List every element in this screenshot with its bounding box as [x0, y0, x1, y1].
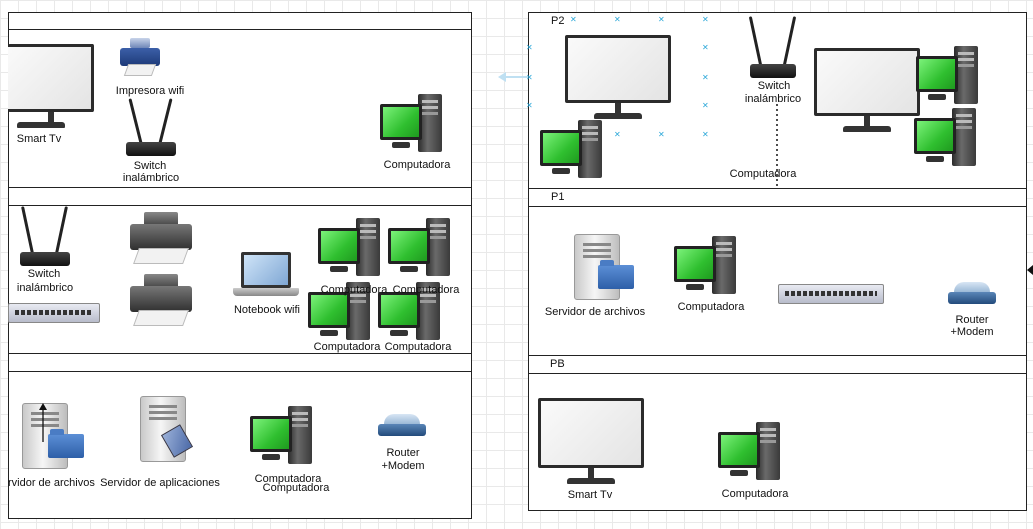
right-divider-4 — [528, 373, 1027, 374]
connector-arrow-icon — [498, 72, 528, 82]
selection-marker-icon: ✕ — [614, 15, 621, 24]
switch-label-line-1: Switch — [757, 80, 791, 92]
smart-tv-icon[interactable] — [538, 398, 644, 486]
selection-marker-icon: ✕ — [702, 101, 709, 110]
floor-label-p1: P1 — [551, 191, 565, 203]
left-divider-2 — [8, 187, 472, 188]
selection-marker-icon: ✕ — [702, 43, 709, 52]
selection-marker-icon: ✕ — [658, 130, 665, 139]
router-label-line-1: Router — [386, 447, 420, 459]
computer-icon[interactable] — [380, 94, 444, 156]
computer-label: Computadora — [313, 341, 381, 353]
computer-label: Computadora — [392, 284, 460, 296]
right-divider-1 — [528, 188, 1027, 189]
switch-label-line-2: inalámbrico — [16, 282, 74, 294]
router-icon[interactable] — [20, 206, 70, 266]
router-icon[interactable] — [748, 16, 797, 78]
router-icon[interactable] — [126, 98, 176, 156]
switch-label-line-2: inalámbrico — [744, 93, 802, 105]
selection-marker-icon: ✕ — [526, 43, 533, 52]
computer-icon[interactable] — [318, 218, 382, 280]
printer-icon[interactable] — [126, 212, 196, 266]
computer-label: Computadora — [729, 168, 797, 180]
smart-tv-icon[interactable] — [565, 35, 671, 121]
computer-icon[interactable] — [718, 422, 782, 484]
computer-icon[interactable] — [914, 108, 978, 170]
right-divider-3 — [528, 355, 1027, 356]
floor-label-pb: PB — [550, 358, 565, 370]
laptop-icon[interactable] — [233, 252, 299, 300]
selection-marker-icon: ✕ — [526, 101, 533, 110]
computer-label: Computadora — [320, 284, 388, 296]
computer-label: Computadora — [262, 482, 330, 494]
computer-icon[interactable] — [378, 282, 442, 344]
modem-icon[interactable] — [378, 414, 426, 436]
selection-marker-icon: ✕ — [702, 73, 709, 82]
folder-icon — [48, 429, 84, 458]
selection-marker-icon: ✕ — [570, 15, 577, 24]
switch-icon[interactable] — [778, 284, 884, 304]
folder-icon — [598, 260, 634, 289]
left-divider-3 — [8, 205, 472, 206]
file-server-label: Servidor de archivos — [544, 306, 646, 318]
file-server-label: rvidor de archivos — [8, 477, 95, 489]
selection-marker-icon: ✕ — [658, 15, 665, 24]
selection-marker-icon: ✕ — [526, 73, 533, 82]
computer-label: Computadora — [677, 301, 745, 313]
laptop-label: Notebook wifi — [233, 304, 301, 316]
left-divider-4 — [8, 353, 472, 354]
computer-icon[interactable] — [674, 236, 738, 298]
computer-icon[interactable] — [250, 406, 314, 468]
switch-label-line-1: Switch — [27, 268, 61, 280]
computer-icon[interactable] — [388, 218, 452, 280]
left-divider-5 — [8, 371, 472, 372]
computer-label: Computadora — [721, 488, 789, 500]
app-server-label: Servidor de aplicaciones — [100, 477, 220, 489]
modem-icon[interactable] — [948, 282, 996, 304]
arrow-up-icon — [39, 403, 47, 442]
right-divider-2 — [528, 206, 1027, 207]
router-label-line-1: Router — [955, 314, 989, 326]
computer-icon[interactable] — [540, 120, 604, 182]
switch-label-line-2: inalámbrico — [122, 172, 180, 184]
router-label-line-2: +Modem — [381, 460, 425, 472]
switch-label-line-1: Switch — [133, 160, 167, 172]
dotted-link — [776, 104, 778, 188]
computer-icon[interactable] — [308, 282, 372, 344]
computer-label: Computadora — [383, 159, 451, 171]
router-label-line-2: +Modem — [950, 326, 994, 338]
selection-marker-icon: ✕ — [702, 15, 709, 24]
smart-tv-icon[interactable] — [8, 44, 94, 130]
selection-marker-icon: ✕ — [614, 130, 621, 139]
left-divider-1 — [8, 29, 472, 30]
selection-marker-icon: ✕ — [702, 130, 709, 139]
smart-tv-label: Smart Tv — [16, 133, 62, 145]
computer-icon[interactable] — [916, 46, 980, 108]
smart-tv-icon[interactable] — [814, 48, 920, 134]
computer-label: Computadora — [254, 473, 322, 485]
computer-label: Computadora — [384, 341, 452, 353]
arrowhead-icon — [1027, 265, 1033, 275]
printer-icon[interactable] — [118, 38, 162, 80]
switch-icon[interactable] — [8, 303, 100, 323]
printer-label: Impresora wifi — [115, 85, 185, 97]
printer-icon[interactable] — [126, 274, 196, 328]
smart-tv-label: Smart Tv — [567, 489, 613, 501]
floor-label-p2: P2 — [551, 15, 565, 27]
